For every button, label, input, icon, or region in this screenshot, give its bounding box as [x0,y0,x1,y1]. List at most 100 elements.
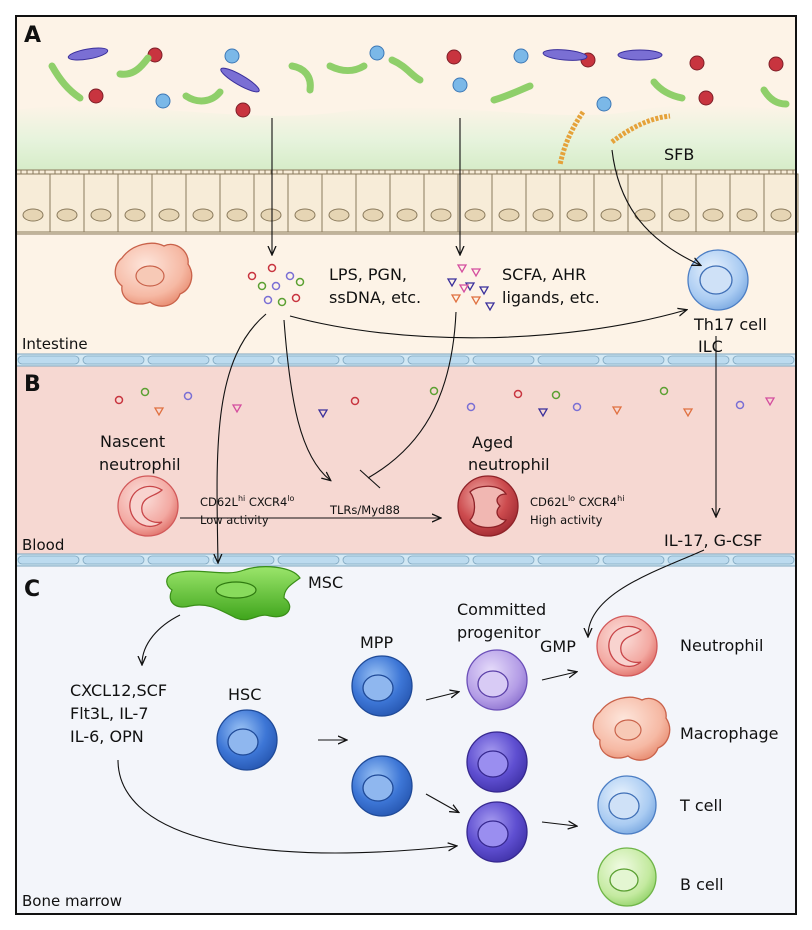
cytokines-line1: CXCL12,SCF [70,681,167,700]
microbiota [48,45,790,118]
t-cell-label: T cell [679,796,722,815]
blood-metabolite [764,397,776,407]
intestinal-macrophage [114,242,193,307]
aged-activity: High activity [530,513,603,527]
arrow-mpp-to-lymphoid [425,793,458,812]
metabolite-molecule [478,286,490,296]
panel-b-letter: B [24,372,41,397]
epithelial-cell [117,173,153,233]
coccus-red [88,88,104,104]
epithelial-nucleus [294,208,316,222]
epithelial-nucleus [124,208,146,222]
epithelial-nucleus [770,208,792,222]
curved-bacterium [326,62,368,74]
microbial-products [247,263,305,307]
epithelial-nucleus [464,208,486,222]
metabolite-molecule [450,294,462,304]
th17-cell [687,249,749,311]
b-cell-label: B cell [680,875,724,894]
endothelial-cell [17,555,80,565]
curved-bacterium [490,82,534,104]
arrow-il17-to-gmp [588,549,705,636]
epithelial-cell [423,173,459,233]
curved-bacterium [650,78,686,102]
arrow-products-to-th17 [289,310,686,339]
endothelial-cell [147,555,210,565]
arrows [117,118,716,854]
circulating-molecules [114,386,776,419]
inhibition-metabolites-to-tlr [367,311,457,479]
endothelial-cell [472,355,535,365]
aged-label-line1: Aged [472,433,513,452]
blood-molecule [114,395,124,405]
mpp-cell-2 [351,755,413,817]
epithelial-cell [321,173,357,233]
epithelial-cell [49,173,85,233]
coccus-blue [155,93,171,109]
vessel-wall-bottom [15,553,797,567]
metabolite-molecule [456,264,468,274]
metabolite-molecule [464,282,476,292]
epithelial-nucleus [192,208,214,222]
blood-metabolite [611,406,623,416]
blood-molecule [551,390,561,400]
msc-cell [166,566,301,621]
nascent-activity: Low activity [200,513,269,527]
blood-molecule [183,391,193,401]
coccus-blue [369,45,385,61]
arrow-sfb-to-th17 [611,149,700,265]
hsc-cell [216,709,278,771]
panel-a-letter: A [24,23,41,48]
sfb-label: SFB [664,145,694,164]
epithelial-cell [763,173,799,233]
epithelial-nucleus [668,208,690,222]
blood-molecule [659,386,669,396]
metabolites [446,264,496,312]
region-intestine: Intestine [22,335,88,353]
gmp-cell [466,649,528,711]
epithelial-nucleus [362,208,384,222]
epithelial-cell [151,173,187,233]
product-molecule [271,281,281,291]
blood-metabolite [231,404,243,414]
blood-molecule [429,386,439,396]
endothelial-cell [537,555,600,565]
rod-purple [220,67,260,93]
arrow-gmp-to-myeloid [541,672,576,681]
blood-molecule [350,396,360,406]
arrow-cytokines-to-progenitors [117,759,456,854]
epithelial-cell [287,173,323,233]
endothelial-cell [212,555,275,565]
mucus-layer [16,105,796,170]
arrow-mpp-to-gmp [425,692,458,701]
epithelial-cell [661,173,697,233]
macrophage-label: Macrophage [680,724,779,743]
blood-molecule [735,400,745,410]
coccus-red [689,55,705,71]
figure-border [15,15,797,915]
nascent-label-line2: neutrophil [99,455,181,474]
epithelial-cell [389,173,425,233]
epithelial-cell [219,173,255,233]
committed-label-line1: Committed [457,600,546,619]
labels: A B C Intestine Blood Bone marrow SFB LP… [22,23,779,910]
product-molecule [291,293,301,303]
epithelial-cell [83,173,119,233]
epithelial-nucleus [600,208,622,222]
nascent-markers: CD62Lhi CXCR4lo [200,494,295,509]
mpp-label: MPP [360,633,393,652]
epithelial-nucleus [566,208,588,222]
coccus-blue [596,96,612,112]
epithelial-cell [457,173,493,233]
metabolite-molecule [470,268,482,278]
metabolite-molecule [458,284,470,294]
arrow-products-to-msc [217,313,267,562]
endothelial-cell [667,355,730,365]
hsc-label: HSC [228,685,261,704]
endothelial-cell [732,355,795,365]
endothelial-cell [277,555,340,565]
th17-label-line2: ILC [698,337,723,356]
endothelial-cell [82,555,145,565]
